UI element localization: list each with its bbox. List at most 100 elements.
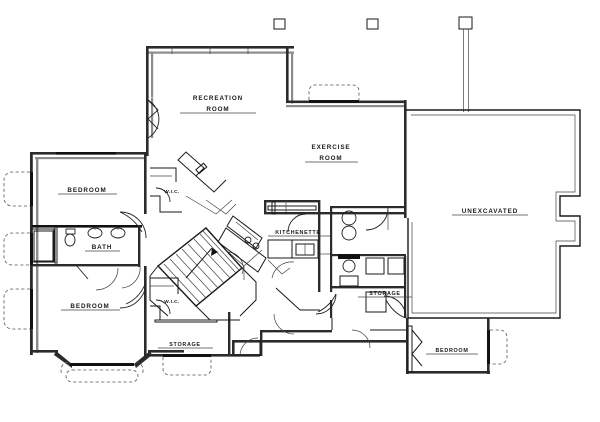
window-storage	[163, 354, 211, 357]
kitchen-bar-counter	[217, 215, 320, 311]
kitchen-base-cab-right	[291, 239, 319, 259]
door-swing-hall	[273, 313, 295, 335]
wall-utility-top	[330, 206, 406, 209]
wall-tub-divider	[54, 226, 58, 264]
wall-rec-top-inner	[146, 51, 294, 54]
shelf-unit-1	[365, 257, 385, 275]
door-swing-wic2	[155, 299, 171, 315]
wall-assembly	[30, 46, 581, 383]
bar-stool-2-icon	[252, 242, 260, 250]
door-swing-kitchen	[287, 213, 307, 233]
wall-bath-bottom	[32, 264, 140, 267]
door-leaf-bed1	[119, 211, 143, 233]
stair-tread-2	[169, 258, 207, 299]
wic-upper-box	[150, 195, 182, 213]
wall-hall-right	[260, 330, 263, 356]
toilet-tank-icon	[65, 228, 76, 235]
bay-window-glass	[70, 363, 134, 366]
wall-exercise-right	[404, 100, 407, 218]
angled-detail-lower	[185, 195, 233, 215]
angled-closet-upper	[177, 151, 205, 177]
stair-base	[195, 305, 240, 321]
label-bedroom-upper-left: BEDROOM	[67, 187, 106, 194]
window-glass-left-1	[30, 172, 33, 206]
window-well-storage	[162, 357, 212, 376]
bay-window-well	[65, 369, 139, 383]
wall-bath-right	[138, 225, 141, 267]
wall-lower-spine-stub	[232, 340, 235, 356]
window-well-left-2	[3, 232, 30, 266]
door-swing-bed2	[119, 281, 147, 309]
counter-return	[267, 259, 291, 275]
stair-up-arrow	[211, 248, 218, 256]
door-swing-bath	[95, 267, 119, 291]
wall-kitchen-right	[318, 200, 321, 292]
wall-rec-left-inner	[151, 51, 154, 98]
label-bath: BATH	[92, 244, 113, 251]
post-center-icon	[366, 18, 379, 30]
window-well-left-3	[3, 288, 30, 330]
wall-bay-right-flat	[148, 350, 184, 353]
wall-hall-top	[260, 330, 332, 333]
door-swing-bed1	[119, 211, 147, 239]
door-swing-bath2	[121, 265, 141, 289]
left-wall-windows	[30, 172, 33, 329]
door-swing-storage-c	[239, 337, 259, 357]
wall-storage-r-top	[330, 286, 406, 289]
wall-storage-left	[144, 312, 147, 356]
wall-kitchen-top	[264, 200, 320, 203]
doors	[75, 99, 423, 373]
range-burner-bottom-icon	[341, 225, 357, 241]
label-kitchenette: KITCHENETTE	[275, 230, 320, 236]
bar-counter-edge	[235, 221, 259, 241]
bay-well-left	[60, 361, 69, 375]
kitchenette-fixtures	[267, 201, 405, 313]
bifold-leaf-bedr	[411, 329, 423, 367]
stair-tread-8	[202, 230, 240, 271]
label-recreation-room-line2: ROOM	[206, 106, 229, 113]
window-glass-left-2	[30, 233, 33, 265]
door-leaf-bath	[75, 264, 89, 280]
closet-track-bedr	[407, 325, 413, 373]
wall-exercise-bottom	[264, 212, 406, 215]
door-leaf-bed2	[125, 281, 147, 305]
label-underlines	[58, 112, 528, 355]
unexcavated-boundary	[406, 109, 581, 319]
wall-corridor-stub	[146, 138, 149, 156]
structural-posts	[273, 16, 473, 112]
utility-cabinet	[339, 275, 359, 287]
counter-curve	[271, 261, 295, 279]
unexcavated-boundary-inner	[411, 114, 576, 314]
wall-bed1-top-in	[35, 157, 146, 160]
door-swing-hall2	[351, 329, 371, 349]
wall-utility-left	[330, 206, 333, 292]
post-left-icon	[273, 18, 286, 30]
wall-storage-r-right	[404, 256, 407, 318]
window-well-bedr	[490, 329, 508, 365]
stair-tread-5	[187, 243, 225, 284]
wic-lower-shelf	[150, 277, 179, 294]
wall-kitchen-left	[264, 200, 267, 214]
room-labels: RECREATION ROOM EXERCISE ROOM UNEXCAVATE…	[67, 95, 517, 354]
label-exercise-room-line1: EXERCISE	[311, 144, 350, 151]
bar-lower-counter	[217, 227, 267, 273]
stair-core-wall-right	[239, 267, 257, 317]
stair-tread-4	[181, 248, 219, 289]
door-swing-rec	[147, 99, 160, 139]
tub-basin-icon	[33, 230, 54, 262]
wall-storage-right	[228, 312, 231, 356]
wall-exercise-top-inner	[286, 105, 406, 108]
door-swing-wic1	[155, 187, 171, 203]
wall-left-exterior-inner	[36, 157, 39, 353]
angled-wall-upper	[195, 175, 227, 193]
label-storage-right: STORAGE	[369, 291, 400, 297]
closet-diag-1	[205, 199, 237, 215]
nook-wall	[275, 287, 320, 311]
wall-storage-shelf	[154, 319, 218, 323]
stair-tread-1	[163, 263, 201, 304]
label-bedroom-lower-left: BEDROOM	[70, 303, 109, 310]
counter-edge-dark	[338, 254, 360, 259]
